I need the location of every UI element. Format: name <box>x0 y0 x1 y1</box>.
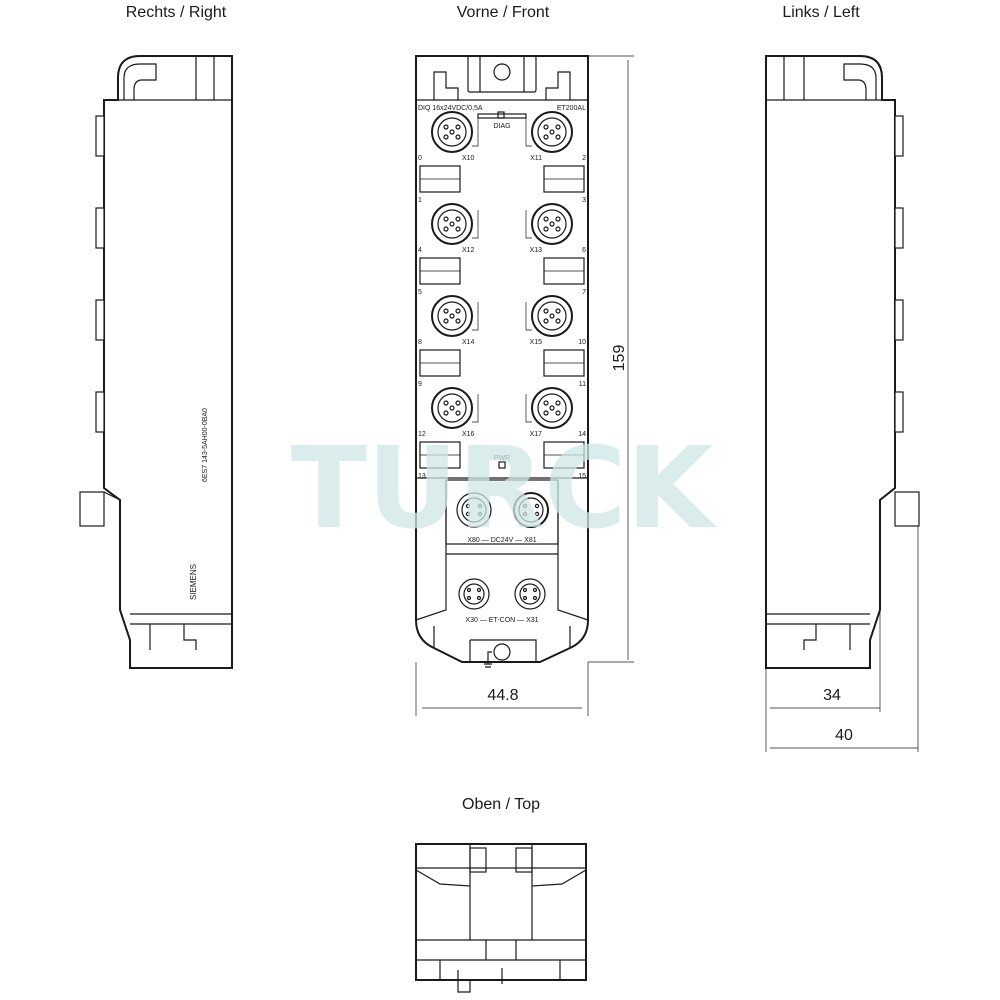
channel-number: 3 <box>582 197 586 204</box>
power-label: X80 — DC24V — X81 <box>467 537 536 544</box>
right-view: 6ES7 143-5AH00-0BA0 SIEMENS <box>79 55 233 669</box>
dimension-height: 159 <box>611 345 628 372</box>
power-connector-x80 <box>456 492 492 528</box>
m12-connector-x13: X13 6 7 <box>525 203 586 296</box>
channel-number: 8 <box>418 339 422 346</box>
connector-id-label: X15 <box>530 339 543 346</box>
bus-label: X30 — ET-CON — X31 <box>465 617 538 624</box>
m12-connector-x11: X11 2 3 <box>525 111 586 204</box>
pwr-led <box>498 461 506 469</box>
diag-led <box>497 111 505 119</box>
channel-number: 5 <box>418 289 422 296</box>
article-number: 6ES7 143-5AH00-0BA0 <box>202 408 209 482</box>
dimension-depth-outer: 40 <box>835 727 853 744</box>
watermark: TURCK <box>291 424 718 554</box>
view-title-right: Rechts / Right <box>126 4 227 21</box>
type-label: DIQ 16x24VDC/0,5A <box>418 105 483 112</box>
m12-connector-x12: X12 4 5 <box>418 203 479 296</box>
diag-label: DIAG <box>493 123 510 130</box>
power-connector-x81 <box>513 492 549 528</box>
channel-number: 4 <box>418 247 422 254</box>
view-title-front: Vorne / Front <box>457 4 550 21</box>
connector-id-label: X13 <box>530 247 543 254</box>
channel-number: 9 <box>418 381 422 388</box>
left-view: 34 40 <box>765 55 920 752</box>
connector-id-label: X10 <box>462 155 475 162</box>
dimension-width: 44.8 <box>487 687 518 704</box>
channel-number: 0 <box>418 155 422 162</box>
channel-number: 1 <box>418 197 422 204</box>
channel-number: 12 <box>418 431 426 438</box>
view-title-top: Oben / Top <box>462 796 540 813</box>
connector-id-label: X14 <box>462 339 475 346</box>
channel-number: 11 <box>579 381 586 388</box>
channel-number: 7 <box>582 289 586 296</box>
front-view: DIQ 16x24VDC/0,5A ET200AL DIAG X10 0 1 X11 2… <box>415 55 634 716</box>
m12-connector-x14: X14 8 9 <box>418 295 479 388</box>
dimension-depth-inner: 34 <box>823 687 841 704</box>
bus-connector-x30 <box>458 578 490 610</box>
brand-label: SIEMENS <box>189 564 198 600</box>
connector-id-label: X11 <box>530 155 542 162</box>
connector-id-label: X12 <box>462 247 475 254</box>
m12-connector-x10: X10 0 1 <box>418 111 479 204</box>
connector-id-label: X17 <box>530 431 543 438</box>
channel-number: 15 <box>578 473 586 480</box>
channel-number: 6 <box>582 247 586 254</box>
m12-connector-x16: X16 12 13 <box>418 387 479 480</box>
m12-connector-x15: X15 10 11 <box>525 295 586 388</box>
pwr-label: PWR <box>494 455 510 462</box>
view-title-left: Links / Left <box>782 4 860 21</box>
channel-number: 10 <box>578 339 586 346</box>
channel-number: 14 <box>578 431 586 438</box>
channel-number: 13 <box>418 473 426 480</box>
connector-id-label: X16 <box>462 431 475 438</box>
top-view <box>415 843 587 993</box>
channel-number: 2 <box>582 155 586 162</box>
ground-screw <box>493 643 511 661</box>
family-label: ET200AL <box>557 105 586 112</box>
bus-connector-x31 <box>514 578 546 610</box>
m12-connector-x17: X17 14 15 <box>525 387 586 480</box>
